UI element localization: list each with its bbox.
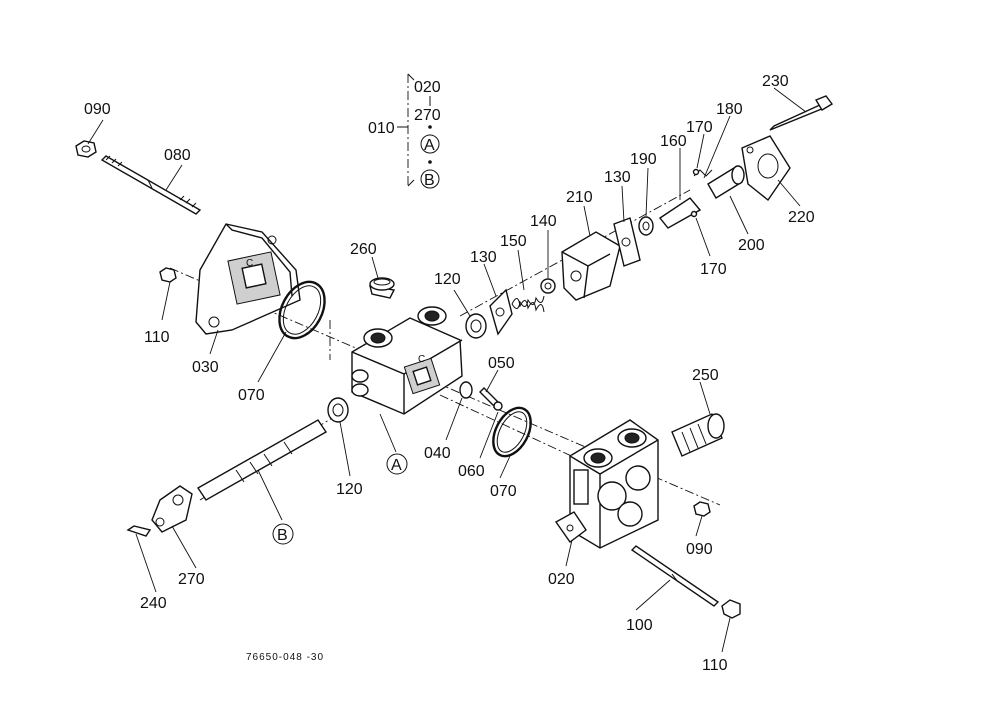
callout-150: 150 <box>500 233 527 250</box>
callout-020: 020 <box>548 571 575 588</box>
callout-030: 030 <box>192 359 219 376</box>
part-140-spring-seat <box>540 278 556 294</box>
legend-020-label: 020 <box>414 79 441 96</box>
part-130-plate-b <box>613 217 641 267</box>
callout-220: 220 <box>788 209 815 226</box>
callout-160: 160 <box>660 133 687 150</box>
marker-a: A <box>386 453 408 475</box>
callout-040: 040 <box>424 445 451 462</box>
part-170-ball-bottom <box>690 210 698 218</box>
callout-130-b: 130 <box>604 169 631 186</box>
callout-210: 210 <box>566 189 593 206</box>
callout-250: 250 <box>692 367 719 384</box>
part-020-spool-block <box>554 419 659 549</box>
part-220-cover <box>741 135 791 202</box>
part-120-seal-top <box>465 313 487 339</box>
callout-070-right: 070 <box>490 483 517 500</box>
part-070-oring-left <box>278 280 326 340</box>
part-090-nut-right <box>693 501 711 517</box>
part-150-spring <box>511 295 545 313</box>
assembly-group-legend: 020 270 A B 010 <box>368 73 441 189</box>
part-030-end-cover: C <box>195 223 301 335</box>
part-110-nut-bottom <box>721 599 741 619</box>
legend-010-label: 010 <box>368 120 395 137</box>
callout-140: 140 <box>530 213 557 230</box>
callout-180: 180 <box>716 101 743 118</box>
part-190-washer <box>638 216 654 236</box>
callout-110-bottom: 110 <box>702 657 728 674</box>
callout-190: 190 <box>630 151 657 168</box>
marker-b: B <box>272 523 294 545</box>
part-100-stud <box>630 545 720 607</box>
part-230-bolt <box>769 95 834 131</box>
callout-090-right: 090 <box>686 541 713 558</box>
part-160-spool-end <box>658 197 702 229</box>
callout-120-top: 120 <box>434 271 461 288</box>
callout-labels: 090 080 110 030 070 260 120 130 150 140 … <box>84 73 815 674</box>
callout-090-top: 090 <box>84 101 111 118</box>
part-260-plug <box>369 277 396 299</box>
svg-text:C: C <box>418 354 425 365</box>
callout-240: 240 <box>140 595 167 612</box>
legend-a-label: A <box>424 137 435 154</box>
part-valve-body-a: C <box>351 306 463 415</box>
callout-170-bottom: 170 <box>700 261 727 278</box>
part-080-stud <box>100 155 202 215</box>
drawing-code: 76650-048 -30 <box>246 652 324 663</box>
callout-080: 080 <box>164 147 191 164</box>
part-090-nut-top <box>75 140 97 158</box>
callout-170-top: 170 <box>686 119 713 136</box>
part-210-cap <box>561 231 621 301</box>
part-120-seal-bottom <box>327 397 349 423</box>
callout-100: 100 <box>626 617 653 634</box>
callout-110-left: 110 <box>144 329 170 346</box>
callout-120-bottom: 120 <box>336 481 363 498</box>
part-270-link-plate <box>151 485 193 533</box>
legend-marker-b <box>420 169 440 189</box>
callout-leader-lines <box>87 87 807 653</box>
part-240-bolt <box>126 525 152 537</box>
part-130-plate-a <box>489 288 513 336</box>
part-070-oring-right <box>492 406 532 458</box>
legend-b-label: B <box>424 172 435 189</box>
legend-270-label: 270 <box>414 107 441 124</box>
part-250-relief-valve <box>671 413 725 457</box>
callout-260: 260 <box>350 241 377 258</box>
callout-200: 200 <box>738 237 765 254</box>
callout-270: 270 <box>178 571 205 588</box>
part-110-nut-left <box>159 267 177 283</box>
callout-130-a: 130 <box>470 249 497 266</box>
part-spool-b <box>197 419 327 501</box>
part-060-oring-small <box>493 401 503 411</box>
svg-text:C: C <box>246 258 253 269</box>
callout-050: 050 <box>488 355 515 372</box>
part-040-valve-poppet <box>459 381 473 399</box>
marker-b-label: B <box>277 527 288 544</box>
callout-070-left: 070 <box>238 387 265 404</box>
marker-a-label: A <box>391 457 402 474</box>
legend-marker-a <box>420 134 440 154</box>
part-200-sleeve <box>707 165 745 199</box>
callout-060: 060 <box>458 463 485 480</box>
part-170-ball-top <box>692 168 700 176</box>
callout-230: 230 <box>762 73 789 90</box>
